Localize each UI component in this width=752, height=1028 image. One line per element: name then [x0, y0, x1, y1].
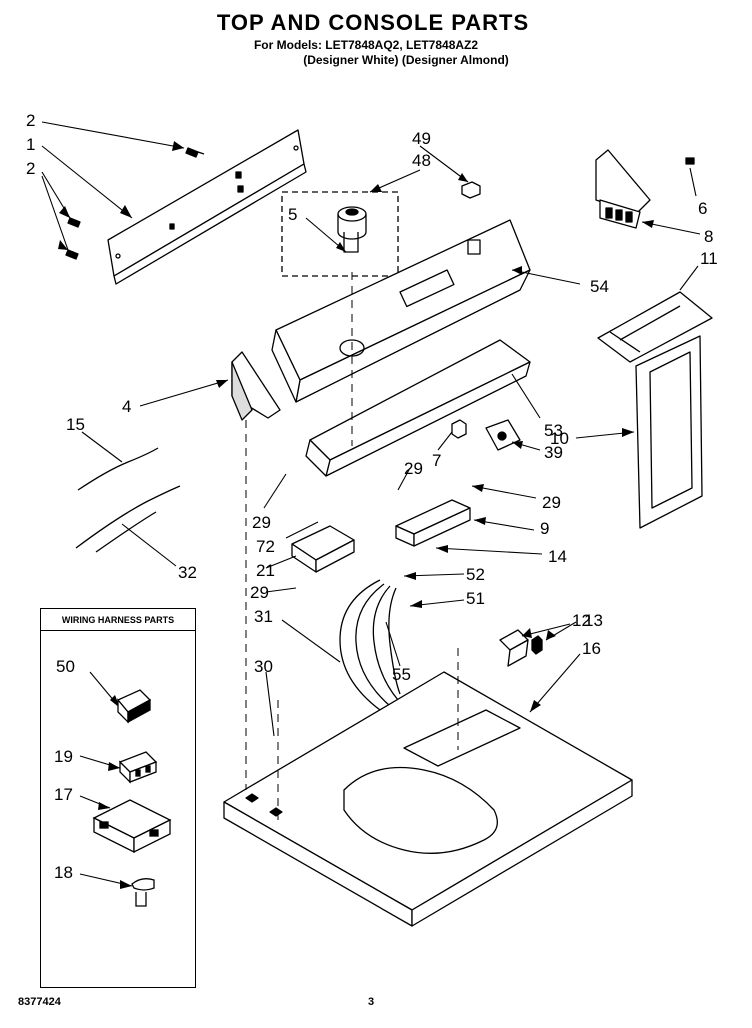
page-number: 3 [368, 996, 375, 1008]
harness-15 [77, 447, 159, 491]
callout-19: 19 [54, 747, 73, 766]
wire-bundle [343, 766, 498, 854]
bracket-39 [485, 419, 521, 451]
connector-19 [118, 751, 158, 784]
callout-49: 49 [412, 129, 431, 148]
screw-13 [531, 635, 543, 655]
callout-13-text: 13 [584, 611, 603, 630]
callout-53: 53 [544, 421, 563, 440]
top-16 [223, 671, 633, 927]
variants-line: (Designer White) (Designer Almond) [303, 53, 509, 67]
callout-29-left: 29 [252, 513, 271, 532]
panel-10 [635, 335, 703, 529]
callout-32: 32 [178, 563, 197, 582]
legend-title: WIRING HARNESS PARTS [41, 609, 195, 631]
callout-48: 48 [412, 151, 431, 170]
callout-9: 9 [540, 519, 549, 538]
callout-39: 39 [544, 443, 563, 462]
connector-17 [92, 799, 172, 854]
callout-31: 31 [254, 607, 273, 626]
end-cap-4 [231, 351, 281, 421]
callout-1: 1 [26, 135, 35, 154]
knob-group-box [281, 191, 399, 277]
screw-2c [65, 249, 79, 260]
callout-18: 18 [54, 863, 73, 882]
callout-5: 5 [288, 205, 297, 224]
callout-12: 12 [572, 611, 591, 630]
callout-4: 4 [122, 397, 131, 416]
header: TOP AND CONSOLE PARTS For Models: LET784… [0, 10, 752, 67]
callout-51: 51 [466, 589, 485, 608]
alignment-lines [245, 272, 459, 820]
callout-16: 16 [582, 639, 601, 658]
models-line: For Models: LET7848AQ2, LET7848AZ2 [253, 38, 479, 52]
callout-14: 14 [548, 547, 567, 566]
knob-5 [337, 206, 367, 253]
callout-15: 15 [66, 415, 85, 434]
callout-29-upper: 29 [404, 459, 423, 478]
callout-21: 21 [256, 561, 275, 580]
wiring-harness-legend: WIRING HARNESS PARTS [40, 608, 196, 988]
bracket-8 [595, 149, 651, 229]
callout-29-lower: 29 [250, 583, 269, 602]
callout-30: 30 [254, 657, 273, 676]
callout-2-top: 2 [26, 111, 35, 130]
callout-8: 8 [704, 227, 713, 246]
part-number: 8377424 [18, 996, 61, 1008]
callout-50: 50 [56, 657, 75, 676]
harness-32 [75, 485, 181, 553]
callout-6: 6 [698, 199, 707, 218]
rear-bracket-plate [107, 129, 307, 285]
callout-2-left: 2 [26, 159, 35, 178]
main-harness-31 [339, 579, 401, 711]
callout-7: 7 [432, 451, 441, 470]
button-49 [461, 181, 481, 199]
screw-2a [185, 147, 205, 158]
console-base-53 [305, 339, 531, 477]
connector-50 [116, 689, 152, 724]
callout-55: 55 [392, 665, 411, 684]
callout-52: 52 [466, 565, 485, 584]
callout-72: 72 [256, 537, 275, 556]
callout-11: 11 [700, 249, 718, 268]
page-title: TOP AND CONSOLE PARTS [216, 10, 530, 35]
screw-6 [685, 157, 695, 165]
leader-arrowheads [58, 141, 654, 889]
callout-54: 54 [590, 277, 609, 296]
legend-parts [92, 689, 172, 907]
clip-7 [451, 419, 467, 439]
callout-17: 17 [54, 785, 73, 804]
cover-11 [597, 291, 713, 363]
screw-2b [67, 217, 81, 228]
console-54 [271, 219, 531, 403]
callout-29-right: 29 [542, 493, 561, 512]
clip-18 [131, 878, 155, 907]
switch-9 [395, 499, 471, 547]
timer-21 [291, 525, 355, 573]
callout-10-label: 10 [550, 429, 569, 448]
bracket-12 [499, 629, 529, 667]
